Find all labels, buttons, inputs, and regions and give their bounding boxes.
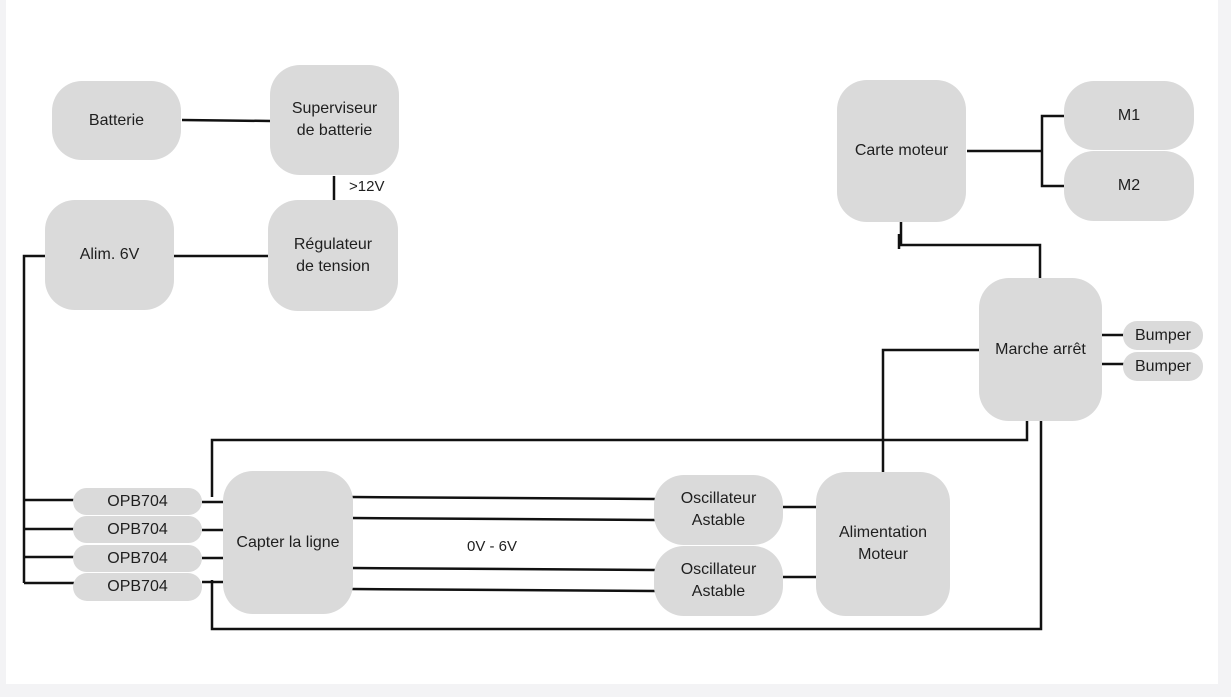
node-opb704-1: OPB704 (73, 488, 202, 515)
node-batterie: Batterie (52, 81, 181, 160)
node-bumper-2: Bumper (1123, 352, 1203, 381)
node-regulateur-tension: Régulateur de tension (268, 200, 398, 311)
wire-alim-moteur-marche (881, 348, 979, 473)
node-capter-ligne: Capter la ligne (223, 471, 353, 614)
node-carte-moteur: Carte moteur (837, 80, 966, 222)
node-opb704-4: OPB704 (73, 573, 202, 601)
wire-capter-osc2-b (351, 587, 656, 593)
label-voltage-range: 0V - 6V (467, 538, 518, 555)
node-m2: M2 (1064, 151, 1194, 221)
wire-alim-opb-bus (22, 254, 45, 583)
wire-capter-osc1-b (351, 516, 656, 522)
wire-batterie-superviseur (181, 118, 272, 123)
wire-capter-osc1-a (351, 495, 656, 501)
label-over-12v: >12V (349, 178, 385, 195)
wire-marche-carte (899, 222, 1042, 278)
node-opb704-3: OPB704 (73, 545, 202, 572)
wire-capter-marche-bottom (210, 421, 1043, 631)
node-marche-arret: Marche arrêt (979, 278, 1102, 421)
wire-capter-osc2-a (351, 566, 656, 572)
node-opb704-2: OPB704 (73, 516, 202, 543)
node-oscillateur-astable-2: Oscillateur Astable (654, 546, 783, 616)
node-bumper-1: Bumper (1123, 321, 1203, 350)
node-alim-6v: Alim. 6V (45, 200, 174, 310)
node-oscillateur-astable-1: Oscillateur Astable (654, 475, 783, 545)
wire-motors-bracket (1040, 114, 1065, 188)
wire-capter-marche-top (210, 421, 1029, 497)
node-alimentation-moteur: Alimentation Moteur (816, 472, 950, 616)
node-superviseur-batterie: Superviseur de batterie (270, 65, 399, 175)
node-m1: M1 (1064, 81, 1194, 150)
